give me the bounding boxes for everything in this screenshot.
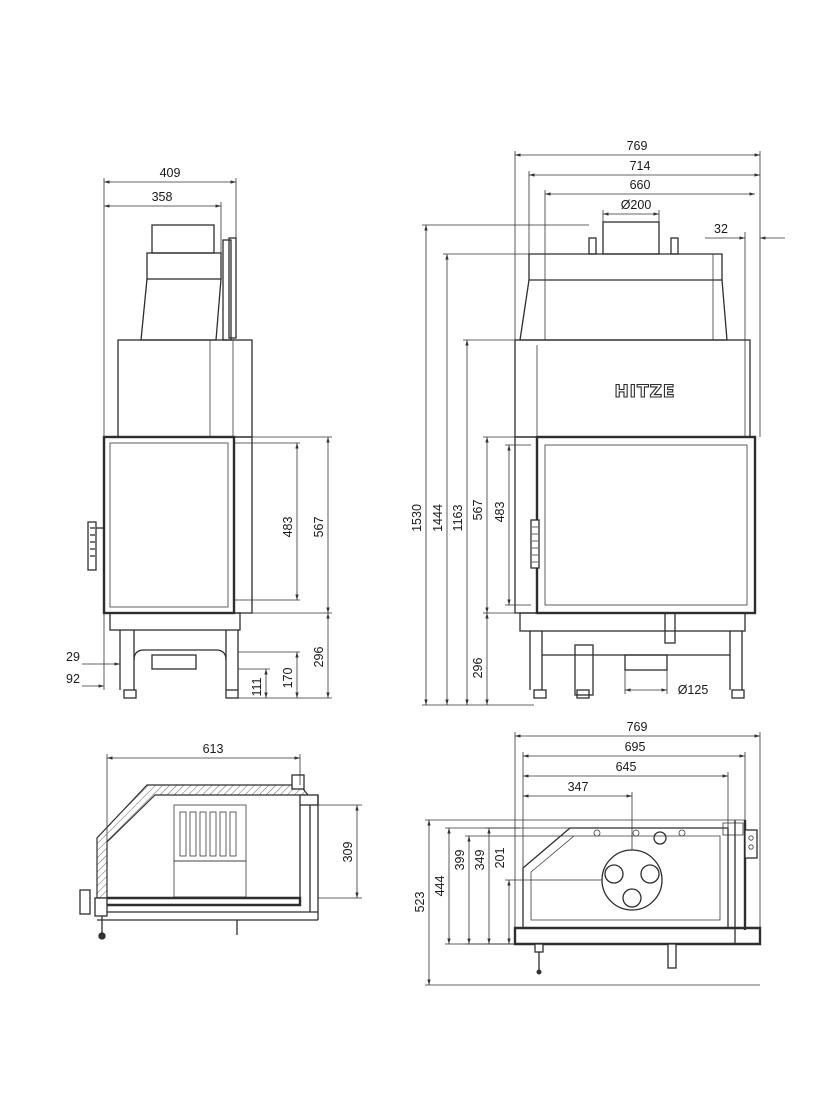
plan-left-side-glass: 309 (341, 842, 355, 863)
plan-right-depth-201: 201 (493, 848, 507, 869)
front-width-body: 714 (630, 159, 651, 173)
front-height-body: 1163 (451, 505, 465, 532)
front-base-height: 296 (471, 658, 485, 679)
front-height-total: 1530 (410, 504, 424, 532)
side-view: 409 358 483 567 296 170 111 29 92 (66, 166, 332, 699)
side-offset-92: 92 (66, 672, 80, 686)
front-inlet-diameter: Ø125 (678, 683, 709, 697)
side-leg-height: 170 (281, 668, 295, 689)
front-offset-right: 32 (714, 222, 728, 236)
side-glass-height: 567 (312, 517, 326, 538)
side-door-height: 483 (281, 517, 295, 538)
side-offset-29: 29 (66, 650, 80, 664)
plan-view-left: 613 309 (79, 742, 362, 940)
front-width-overall: 769 (627, 139, 648, 153)
plan-right-width-overall: 769 (627, 720, 648, 734)
front-flue-diameter: Ø200 (621, 198, 652, 212)
plan-right-depth-444: 444 (433, 876, 447, 897)
plan-view-right: 769 695 645 347 523 444 399 349 201 (413, 720, 762, 986)
plan-right-width-695: 695 (625, 740, 646, 754)
side-base-height: 296 (312, 647, 326, 668)
brand-logo: HITZE (614, 382, 675, 402)
plan-right-width-645: 645 (616, 760, 637, 774)
front-glass-height: 567 (471, 500, 485, 521)
plan-right-width-347: 347 (568, 780, 589, 794)
front-door-height: 483 (493, 502, 507, 523)
plan-left-depth: 613 (203, 742, 224, 756)
plan-right-depth-523: 523 (413, 892, 427, 913)
grate-icon (179, 811, 237, 857)
flue-outlets-icon (601, 849, 663, 911)
plan-right-depth-349: 349 (473, 850, 487, 871)
plan-right-depth-399: 399 (453, 850, 467, 871)
front-width-flue: 660 (630, 178, 651, 192)
side-width-outer: 409 (160, 166, 181, 180)
front-height-top: 1444 (431, 504, 445, 532)
side-width-top: 358 (152, 190, 173, 204)
side-foot-height: 111 (250, 677, 264, 696)
front-view: HITZE (410, 139, 785, 706)
